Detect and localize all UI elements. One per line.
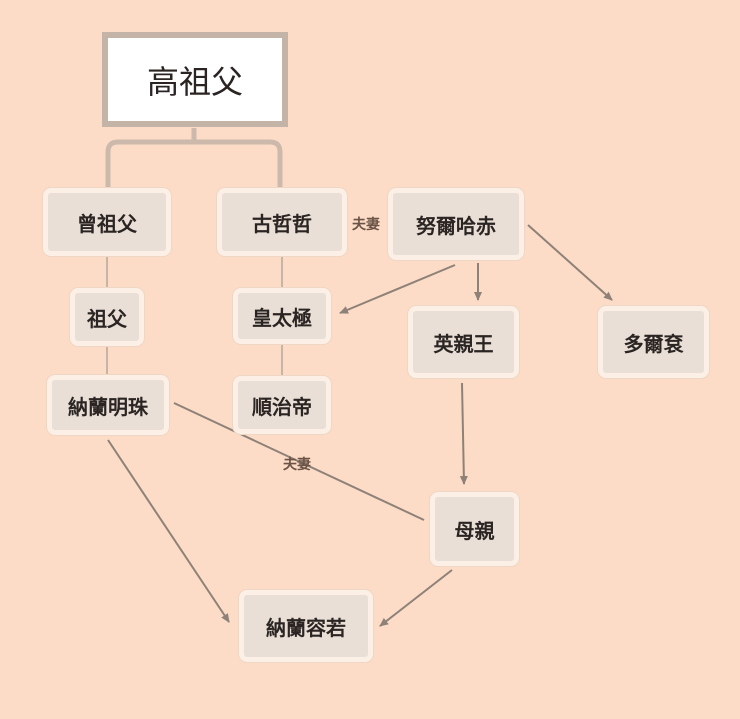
node-nalanmingzhu: 納蘭明珠 — [47, 375, 169, 435]
node-nurhaci: 努爾哈赤 — [388, 188, 524, 260]
node-huangtaiji: 皇太極 — [233, 288, 331, 344]
arrow-nalanmingzhu-nalanrongruo — [107, 439, 230, 623]
node-shunzhidi: 順治帝 — [233, 376, 331, 434]
node-guzhezhe: 古哲哲 — [217, 188, 347, 256]
spouse-label-top: 夫妻 — [352, 217, 380, 233]
node-yingqinwang: 英親王 — [408, 306, 519, 378]
node-gaozufu: 高祖父 — [102, 32, 288, 127]
spouse-label-middle: 夫妻 — [283, 457, 311, 473]
node-zufu: 祖父 — [70, 288, 144, 346]
node-zengzufu: 曾祖父 — [43, 188, 171, 256]
node-duoergun: 多爾袞 — [598, 306, 709, 378]
arrow-muqin-nalanrongruo — [379, 569, 453, 627]
node-nalanrongruo: 納蘭容若 — [239, 590, 373, 662]
arrow-nurhaci-duoergun — [527, 224, 613, 301]
root-branch-connector — [105, 128, 283, 188]
node-muqin: 母親 — [430, 492, 519, 566]
arrow-yingqinwang-muqin — [459, 382, 468, 485]
arrow-nurhaci-huangtaiji — [339, 264, 456, 314]
spouse-line-nalanmingzhu-muqin — [173, 402, 425, 521]
